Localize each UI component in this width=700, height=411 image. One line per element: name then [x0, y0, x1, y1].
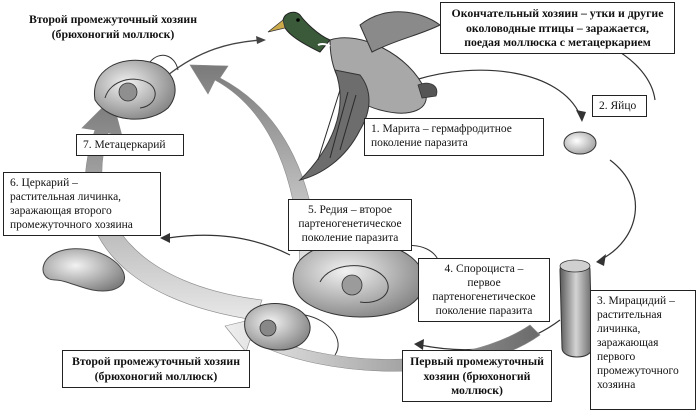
top-left-host-label: Второй промежуточный хозяин (брюхоногий …	[8, 12, 218, 41]
cercaria-label: 6. Церкарий – растительная личинка, зара…	[3, 172, 161, 236]
metacercaria-line-1: 7. Метацеркарий	[83, 139, 166, 151]
redia-line-2: партеногенетическое	[298, 218, 402, 230]
bottom-left-snail	[244, 303, 339, 356]
miracidium-line-6: промежуточного	[597, 365, 679, 377]
duck-to-egg-arrowhead	[576, 110, 586, 122]
bottom-left-host-line-1: Второй промежуточный хозяин	[71, 354, 241, 368]
miracidium-line-7: хозяина	[597, 379, 636, 391]
miracidium-line-2: растительная	[597, 309, 662, 321]
egg-label: 2. Яйцо	[592, 95, 647, 117]
snail-to-duck-arrowhead	[256, 36, 266, 44]
top-left-snail	[94, 54, 179, 120]
center-to-cercaria-arrowhead	[160, 233, 170, 243]
sporocyst-line-3: партеногенетическое	[432, 291, 536, 303]
bottom-left-host-line-2: (брюхоногий моллюск)	[94, 368, 218, 383]
egg-illustration	[563, 131, 597, 155]
marita-line-2: поколение паразита	[371, 137, 468, 149]
duck-illustration	[267, 11, 441, 181]
final-host-line-2: околоводные птицы – заражается,	[465, 20, 649, 35]
final-host-line-1: Окончательный хозяин – утки и другие	[451, 6, 664, 20]
snail-to-duck-arrow	[167, 39, 263, 76]
redia-line-3: поколение паразита	[301, 232, 399, 244]
top-left-host-line-1: Второй промежуточный хозяин	[28, 12, 198, 26]
sporocyst-line-4: поколение паразита	[435, 305, 533, 317]
redia-line-1: 5. Редия – второе	[307, 204, 392, 216]
miracidium-line-4: заражающая	[597, 337, 659, 349]
sporocyst-label: 4. Спороциста – первое партеногенетическ…	[418, 258, 550, 322]
cercaria-line-3: заражающая второго	[10, 205, 112, 217]
egg-to-miracidium-arrowhead	[596, 254, 606, 266]
miracidium-illustration	[559, 259, 593, 358]
cercaria-line-4: промежуточного хозяина	[10, 219, 133, 231]
sporocyst-line-2: первое	[467, 277, 501, 289]
duck-to-egg-arrow	[414, 69, 581, 116]
cercaria-line-2: растительная личинка,	[10, 191, 122, 203]
metacercaria-label: 7. Метацеркарий	[76, 134, 184, 156]
center-to-cercaria-line	[167, 234, 291, 256]
egg-to-miracidium-line	[599, 159, 636, 261]
final-host-line-3: поедая моллюска с метацеркарием	[464, 35, 651, 49]
miracidium-line-1: 3. Мирацидий –	[597, 295, 675, 307]
bottom-left-host-label: Второй промежуточный хозяин (брюхоногий …	[62, 350, 250, 388]
miracidium-line-5: первого	[597, 351, 636, 363]
sporocyst-line-1: 4. Спороциста –	[444, 263, 524, 275]
marita-label: 1. Марита – гермафродитное поколение пар…	[364, 118, 544, 156]
final-host-label: Окончательный хозяин – утки и другие око…	[440, 2, 675, 54]
top-left-host-line-2: (брюхоногий моллюск)	[51, 26, 175, 41]
cercaria-shape	[42, 248, 125, 292]
first-host-line-1: Первый промежуточный	[410, 354, 544, 368]
central-snail	[292, 240, 441, 318]
first-host-label: Первый промежуточный хозяин (брюхоногий …	[402, 350, 552, 402]
miracidium-to-snail-arrowhead	[414, 339, 424, 350]
miracidium-line-3: личинка,	[597, 323, 641, 335]
redia-label: 5. Редия – второе партеногенетическое по…	[288, 199, 412, 251]
cercaria-line-1: 6. Церкарий –	[10, 177, 78, 189]
center-up-arrow	[189, 64, 319, 276]
first-host-line-3: моллюск)	[451, 383, 503, 397]
egg-line-1: 2. Яйцо	[599, 100, 637, 112]
miracidium-label: 3. Мирацидий – растительная личинка, зар…	[590, 290, 696, 410]
first-host-line-2: хозяин (брюхоногий	[423, 368, 531, 383]
marita-line-1: 1. Марита – гермафродитное	[371, 123, 512, 135]
